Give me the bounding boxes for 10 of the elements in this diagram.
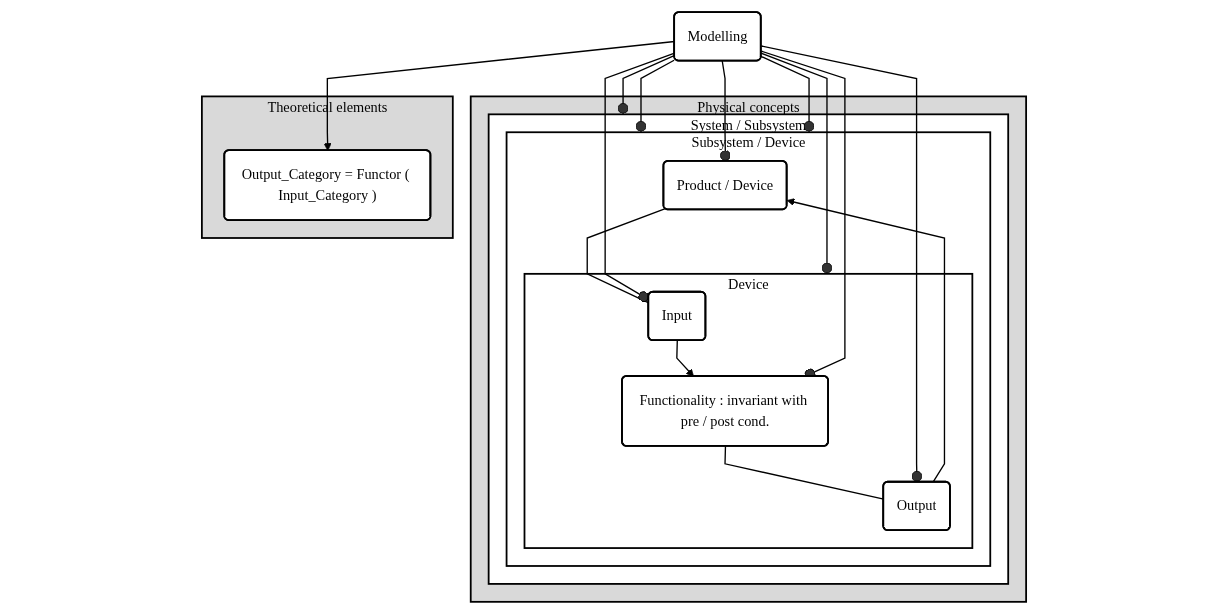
connector <box>604 52 676 303</box>
connector <box>617 55 675 115</box>
connector <box>760 45 923 483</box>
connector <box>760 52 833 275</box>
arrow <box>786 198 946 483</box>
arrow <box>323 40 676 151</box>
arrow <box>676 339 694 377</box>
connector <box>635 59 675 133</box>
connector <box>586 207 666 304</box>
connector <box>760 55 815 133</box>
